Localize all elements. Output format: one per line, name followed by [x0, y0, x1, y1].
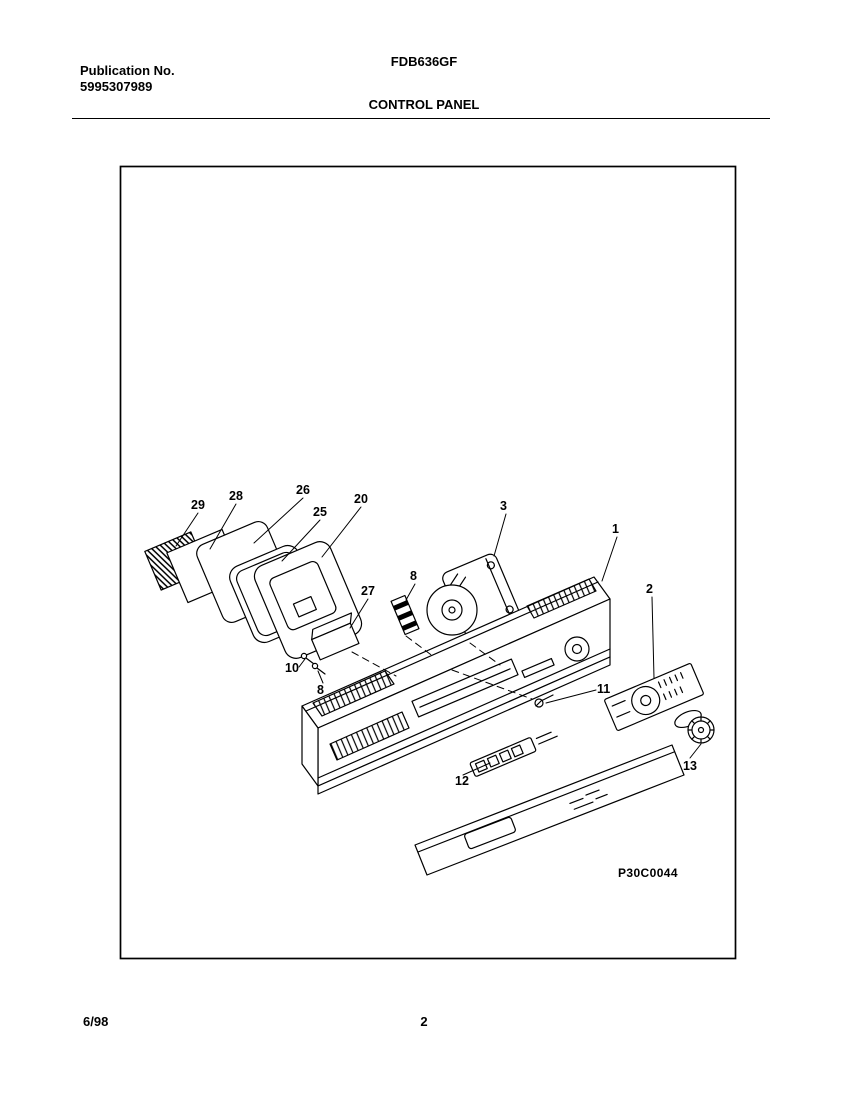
- part-label-12: 12: [455, 774, 469, 788]
- part-label-27: 27: [361, 584, 375, 598]
- part-label-13: 13: [683, 759, 697, 773]
- part-label-10: 10: [285, 661, 299, 675]
- part-label-2: 2: [646, 582, 653, 596]
- page-title: CONTROL PANEL: [368, 97, 480, 112]
- part-label-8a: 8: [410, 569, 417, 583]
- part-label-20: 20: [354, 492, 368, 506]
- diagram-frame: [119, 165, 737, 960]
- part-label-25: 25: [313, 505, 327, 519]
- part-27-bracket: [311, 612, 360, 661]
- part-label-3: 3: [500, 499, 507, 513]
- part-8-connector: [390, 594, 420, 636]
- part-label-8b: 8: [317, 683, 324, 697]
- publication-number: 5995307989: [80, 79, 153, 94]
- brand-emblem: [564, 636, 590, 662]
- assembly-dashed-lines: [351, 635, 533, 700]
- part-12-buttons: [469, 731, 558, 777]
- panel-slot: [521, 657, 555, 679]
- part-1-control-panel: [301, 576, 611, 795]
- header-rule: [72, 118, 770, 119]
- model-number: FDB636GF: [390, 54, 458, 69]
- part-label-1: 1: [612, 522, 619, 536]
- part-10-screws: [300, 652, 326, 675]
- facia-strip: [414, 744, 685, 876]
- footer-page-number: 2: [420, 1014, 428, 1029]
- leader-lines: [175, 497, 702, 776]
- part-3-timer: [426, 553, 520, 638]
- publication-label: Publication No.: [80, 63, 175, 78]
- part-11-screw: [534, 694, 554, 708]
- footer-date: 6/98: [83, 1014, 109, 1029]
- drawing-code: P30C0044: [618, 866, 678, 880]
- part-label-28: 28: [229, 489, 243, 503]
- panel-recess: [411, 658, 519, 718]
- part-label-11: 11: [597, 682, 611, 696]
- part-13-knob: [674, 709, 715, 744]
- part-2-end-trim: [604, 663, 704, 731]
- part-label-29: 29: [191, 498, 205, 512]
- part-label-26: 26: [296, 483, 310, 497]
